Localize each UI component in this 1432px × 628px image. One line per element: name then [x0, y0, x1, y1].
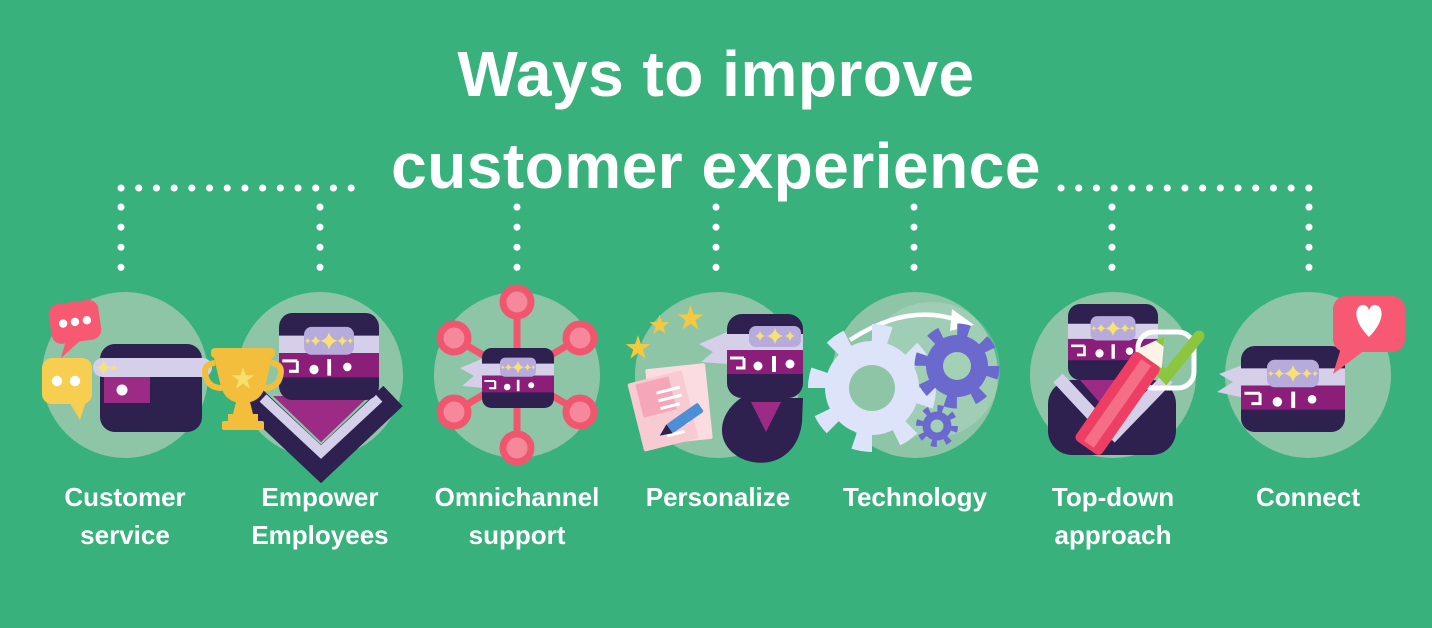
robot-head [1241, 346, 1345, 432]
robot-head [279, 313, 379, 400]
robot-head [482, 348, 554, 408]
gear-small-icon [916, 405, 958, 447]
trophy-icon [202, 348, 284, 430]
item-personalize: Personalize [618, 280, 818, 516]
item-label: Connect [1256, 482, 1360, 512]
item-technology: Technology [808, 280, 1015, 516]
item-label: Technology [843, 482, 987, 512]
chat-bubble-yellow-icon [42, 358, 92, 420]
writing-robot [699, 314, 803, 463]
item-label: Personalize [645, 482, 791, 512]
network-nodes [436, 284, 598, 466]
item-label: Omnichannel support [434, 482, 600, 550]
customer-service-icon [42, 292, 212, 458]
page-title-line2: customer experience [391, 130, 1041, 202]
robot-collar [239, 385, 403, 484]
heart-message-icon [1333, 296, 1405, 374]
item-empower-employees: Empower Employees [202, 280, 420, 554]
item-label: Top-down approach [1051, 482, 1175, 550]
item-omnichannel-support: Omnichannel support [417, 280, 617, 554]
ribbon [1217, 364, 1245, 398]
item-label: Customer service [64, 482, 186, 550]
chat-bubble-pink-icon [48, 299, 102, 359]
empower-employees-icon [202, 292, 403, 484]
ribbon [460, 358, 484, 388]
pencil-blue-icon [659, 403, 704, 436]
omnichannel-support-icon [434, 284, 600, 466]
gear-medium-icon [914, 323, 1000, 409]
item-top-down-approach: Top-down approach [1013, 280, 1213, 554]
top-down-approach-icon [1030, 292, 1205, 458]
page-title: Ways to improve customer experience [0, 28, 1432, 212]
notes [627, 363, 713, 452]
item-label: Empower Employees [251, 482, 389, 550]
crm-window [93, 344, 212, 432]
personalize-icon [625, 292, 803, 463]
page-title-line1: Ways to improve [457, 38, 975, 110]
item-connect: Connect [1208, 280, 1408, 516]
circuit-traces [730, 356, 795, 372]
item-customer-service: Customer service [25, 280, 225, 554]
pencil-pink-icon [1075, 336, 1165, 455]
technology-icon [808, 292, 1000, 458]
connect-icon [1217, 292, 1405, 458]
